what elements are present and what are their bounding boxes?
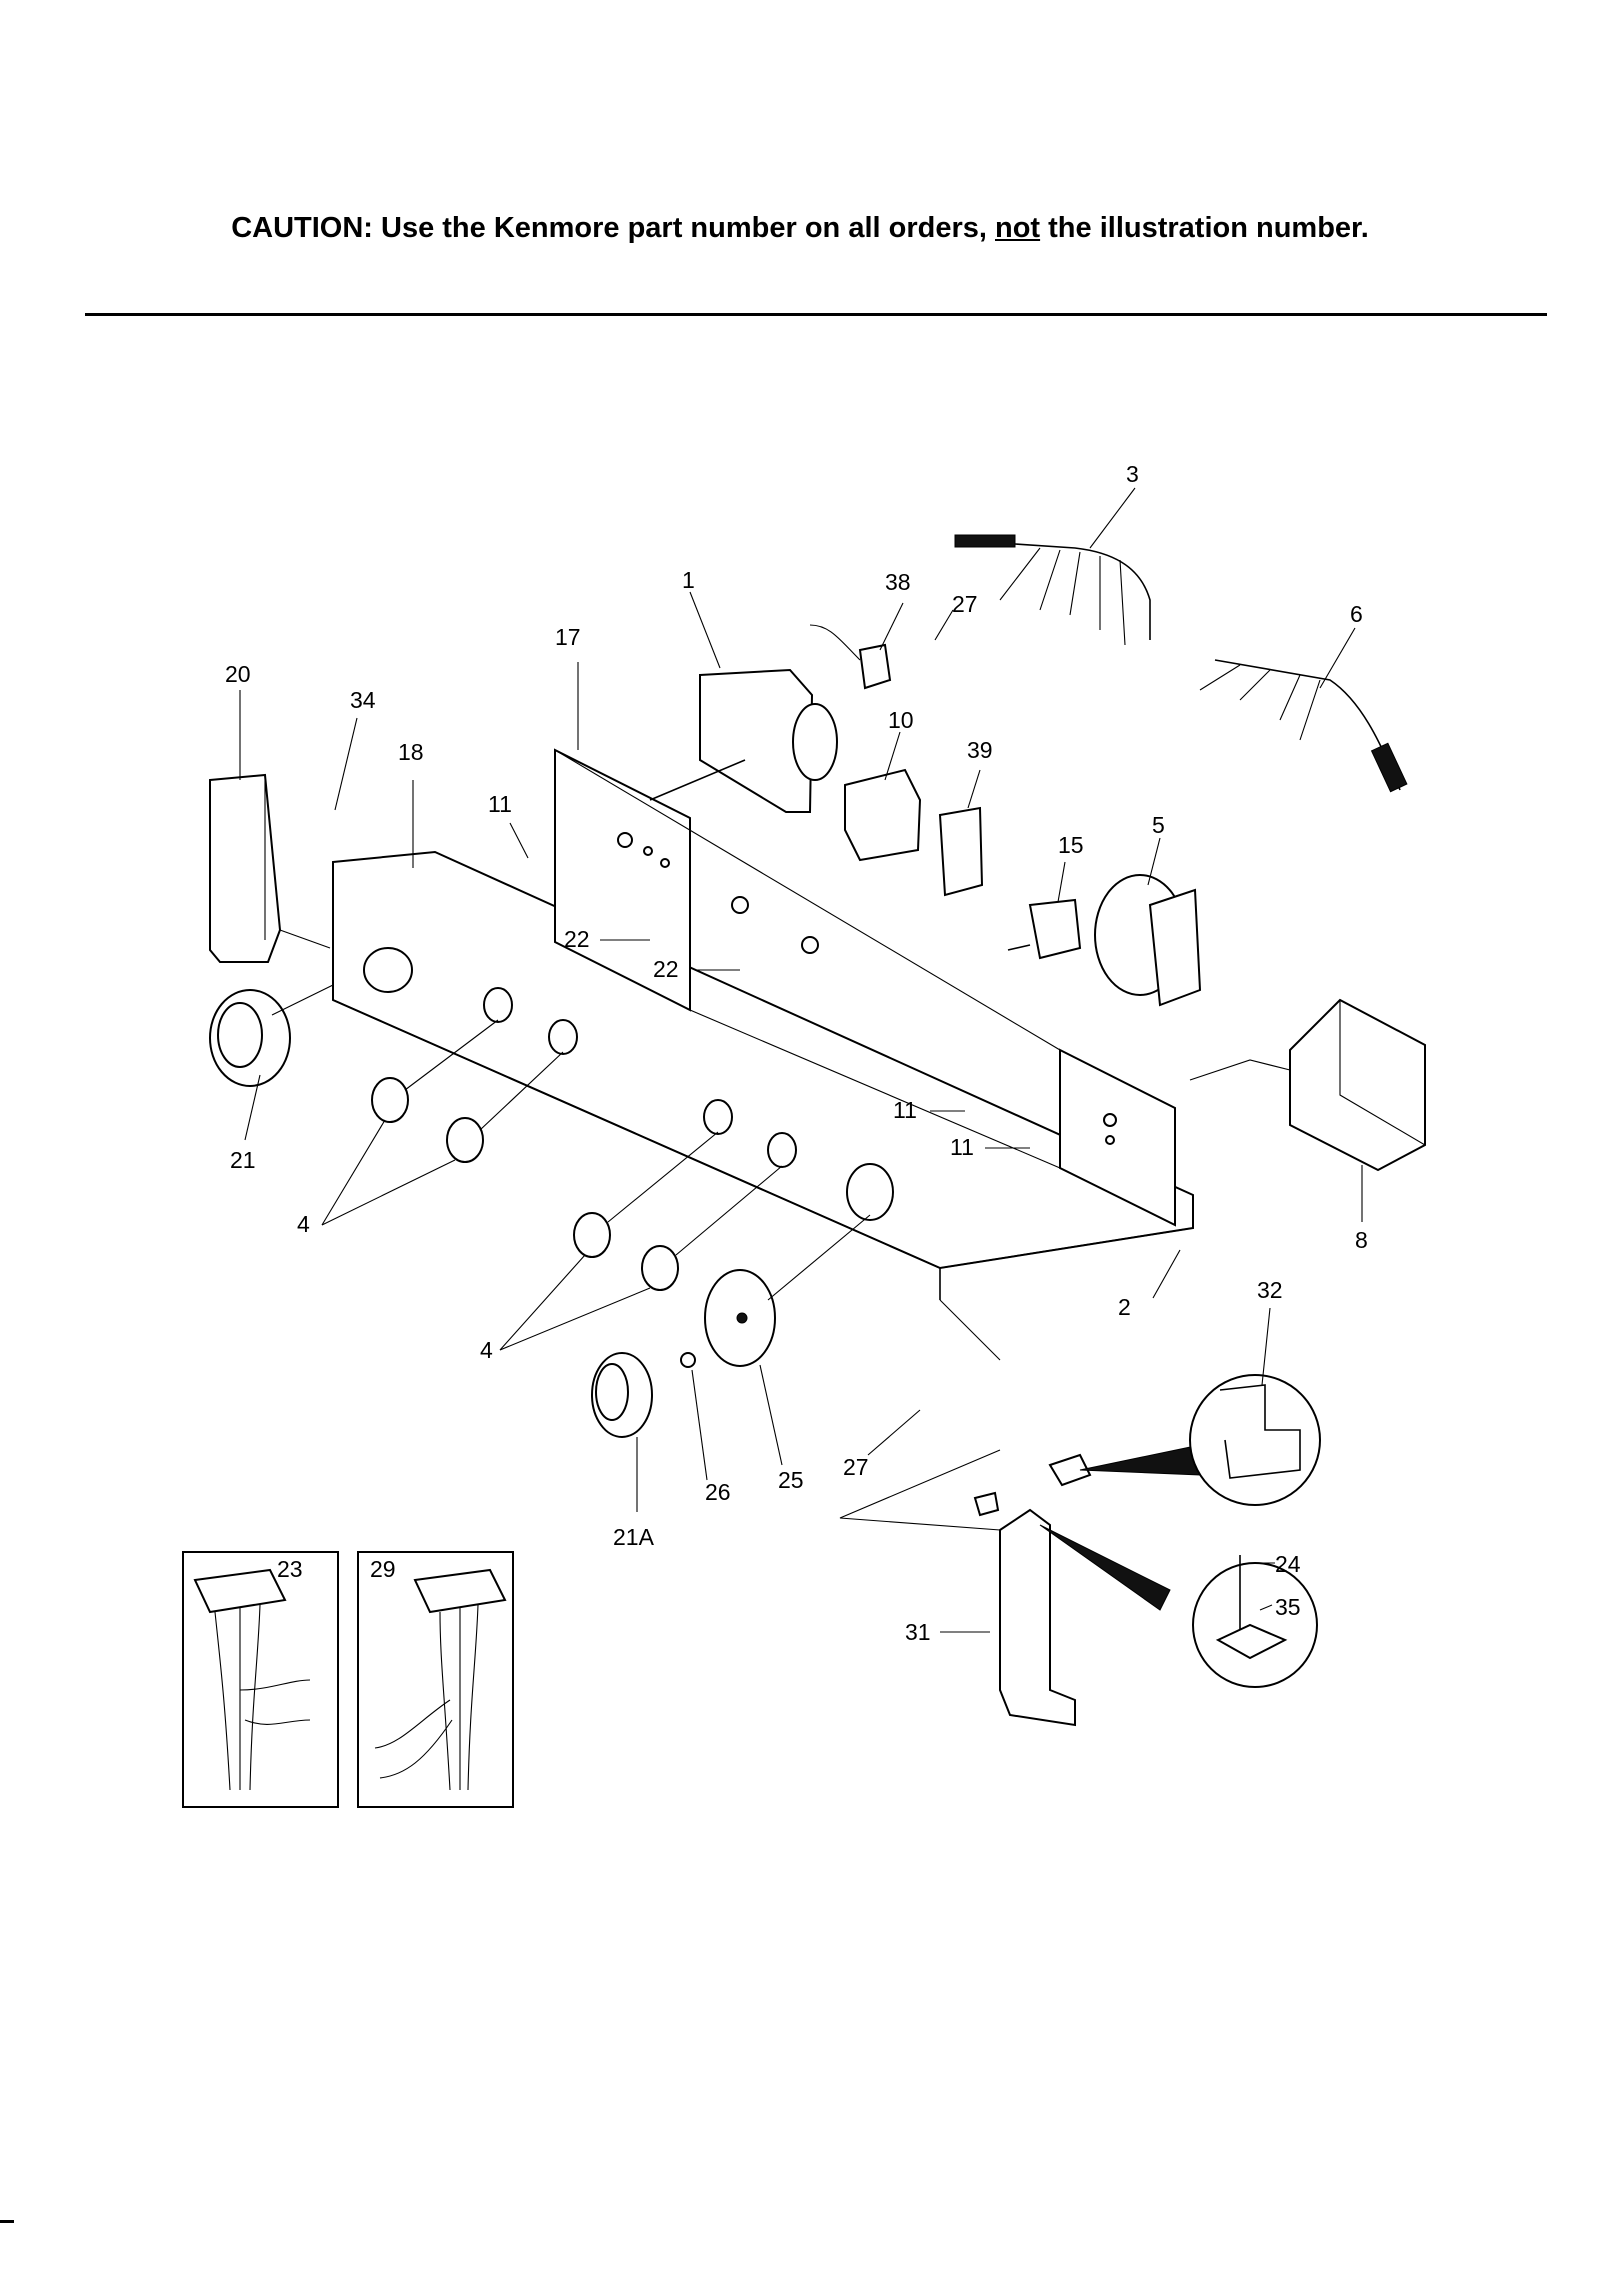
callout-4: 4 — [480, 1337, 493, 1363]
callout-1: 1 — [682, 567, 695, 593]
callout-11: 11 — [950, 1134, 974, 1160]
callout-11: 11 — [893, 1097, 917, 1123]
wire-harnesses — [954, 534, 1408, 793]
callout-22: 22 — [653, 956, 679, 982]
timer-part — [649, 668, 838, 813]
callout-31: 31 — [905, 1619, 931, 1645]
callout-23: 23 — [277, 1556, 303, 1582]
callout-15: 15 — [1058, 832, 1084, 858]
callout-32: 32 — [1257, 1277, 1283, 1303]
callout-5: 5 — [1152, 812, 1165, 838]
callout-20: 20 — [225, 661, 251, 687]
callout-labels: 1 3 38 27 6 17 20 34 10 39 18 11 15 5 22… — [225, 461, 1368, 1645]
switch-parts — [844, 768, 1082, 960]
console-panel — [332, 850, 1194, 1361]
inset-harness-29 — [357, 1551, 514, 1808]
callout-25: 25 — [778, 1467, 804, 1493]
leader-lines — [239, 487, 1363, 1633]
page-edge-mark — [0, 2220, 14, 2223]
caution-text: CAUTION: Use the Kenmore part number on … — [231, 212, 995, 244]
callout-17: 17 — [555, 624, 581, 650]
caution-notice: CAUTION: Use the Kenmore part number on … — [0, 212, 1600, 245]
end-cap-bracket — [209, 773, 331, 963]
callout-21: 21 — [230, 1147, 256, 1173]
callout-4: 4 — [297, 1211, 310, 1237]
callout-24: 24 — [1275, 1551, 1301, 1577]
callout-35: 35 — [1275, 1594, 1301, 1620]
callout-2: 2 — [1118, 1294, 1131, 1320]
callout-27: 27 — [843, 1454, 869, 1480]
callout-6: 6 — [1350, 601, 1363, 627]
callout-22: 22 — [564, 926, 590, 952]
callout-39: 39 — [967, 737, 993, 763]
callout-8: 8 — [1355, 1227, 1368, 1253]
callout-10: 10 — [888, 707, 914, 733]
end-bracket-with-details — [839, 1374, 1321, 1727]
callout-29: 29 — [370, 1556, 396, 1582]
rear-bracket — [554, 748, 1176, 1227]
callout-38: 38 — [885, 569, 911, 595]
header-rule — [85, 313, 1547, 316]
caution-underlined-word: not — [995, 212, 1041, 244]
relay-part — [809, 624, 892, 690]
control-module — [1189, 998, 1426, 1172]
knobs — [209, 984, 871, 1438]
inset-harness-23 — [182, 1551, 339, 1808]
callout-11: 11 — [488, 791, 512, 817]
callout-18: 18 — [398, 739, 424, 765]
callout-34: 34 — [350, 687, 376, 713]
callout-26: 26 — [705, 1479, 731, 1505]
caution-text-end: the illustration number. — [1040, 212, 1369, 244]
callout-3: 3 — [1126, 461, 1139, 487]
callout-21A: 21A — [613, 1524, 655, 1550]
callout-27: 27 — [952, 591, 978, 617]
pressure-switch — [1094, 874, 1202, 1007]
